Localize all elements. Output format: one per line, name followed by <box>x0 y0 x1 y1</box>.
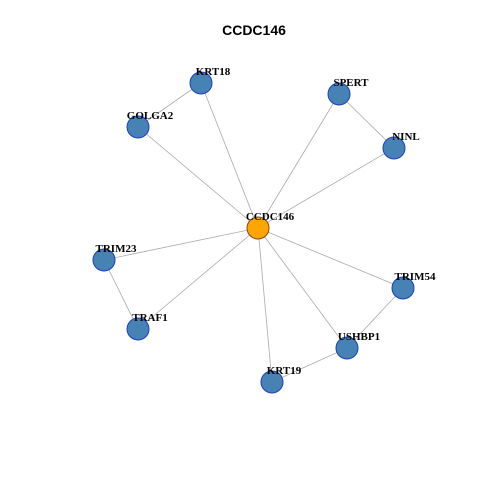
edge-krt18-golga2 <box>137 82 202 128</box>
node-traf1 <box>126 317 150 341</box>
edge-trim54-ushbp1 <box>346 287 404 349</box>
nodes-layer <box>92 71 415 394</box>
edge-ushbp1-krt19 <box>271 347 348 383</box>
node-label-krt19: KRT19 <box>267 365 302 377</box>
node-ninl <box>382 136 406 160</box>
edge-ccdc146-ushbp1 <box>257 227 348 349</box>
edge-ccdc146-trim23 <box>103 227 259 261</box>
node-label-ushbp1: USHBP1 <box>338 331 380 343</box>
node-spert <box>327 82 351 106</box>
node-golga2 <box>126 115 150 139</box>
graph-title: CCDC146 <box>222 22 286 38</box>
node-label-trim54: TRIM54 <box>395 271 436 283</box>
edge-ccdc146-krt19 <box>257 227 273 383</box>
node-label-ninl: NINL <box>392 131 420 143</box>
node-label-trim23: TRIM23 <box>96 243 137 255</box>
edge-ccdc146-spert <box>257 93 340 229</box>
node-ccdc146 <box>246 216 270 240</box>
edge-ccdc146-krt18 <box>200 82 259 229</box>
edges-layer <box>103 82 404 383</box>
node-trim23 <box>92 248 116 272</box>
node-label-golga2: GOLGA2 <box>127 110 174 122</box>
node-label-ccdc146: CCDC146 <box>246 211 295 223</box>
node-label-krt18: KRT18 <box>196 66 231 78</box>
node-label-traf1: TRAF1 <box>132 312 167 324</box>
edge-ccdc146-golga2 <box>137 126 259 229</box>
node-krt18 <box>189 71 213 95</box>
edge-ccdc146-traf1 <box>137 227 259 330</box>
edge-spert-ninl <box>338 93 395 149</box>
node-trim54 <box>391 276 415 300</box>
node-label-spert: SPERT <box>333 77 369 89</box>
node-ushbp1 <box>335 336 359 360</box>
edge-ccdc146-trim54 <box>257 227 404 289</box>
node-krt19 <box>260 370 284 394</box>
edge-ccdc146-ninl <box>257 147 395 229</box>
edge-trim23-traf1 <box>103 259 139 330</box>
